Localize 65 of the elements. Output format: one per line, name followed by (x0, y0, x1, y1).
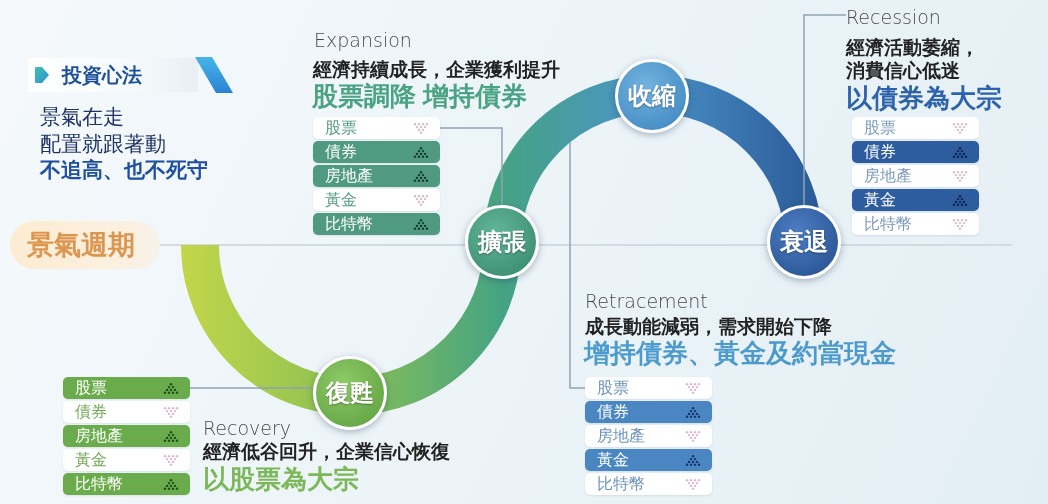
phase-heading: Expansion (314, 29, 412, 52)
asset-row (852, 141, 979, 163)
asset-name: 黃金 (864, 190, 896, 210)
asset-name: 房地產 (864, 166, 912, 186)
banner-title: 投資心法 (62, 63, 142, 87)
phase-description: 經濟活動萎縮，消費信心低迷 (846, 36, 980, 82)
phase-highlight: 增持債券、黃金及約當現金 (584, 338, 896, 370)
phase-description: 成長動能減弱，需求開始下降 (585, 316, 832, 339)
asset-name: 債券 (597, 402, 629, 422)
asset-name: 房地產 (597, 426, 645, 446)
asset-name: 黃金 (325, 190, 357, 210)
asset-row (63, 473, 190, 495)
asset-name: 股票 (75, 378, 107, 398)
asset-name: 房地產 (325, 166, 373, 186)
asset-name: 比特幣 (864, 214, 912, 234)
asset-row (63, 449, 190, 471)
asset-name: 債券 (325, 142, 357, 162)
asset-row (852, 117, 979, 139)
leader-line (439, 127, 503, 206)
asset-name: 債券 (864, 142, 896, 162)
label-pill: 景氣週期 (10, 221, 160, 269)
phase-heading: Retracement (585, 290, 708, 313)
phase-heading: Recession (846, 6, 941, 29)
asset-name: 黃金 (597, 450, 629, 470)
phase-highlight: 以債券為大宗 (846, 83, 1002, 115)
asset-row (852, 189, 979, 211)
asset-name: 房地產 (75, 426, 123, 446)
asset-row (585, 425, 712, 447)
asset-row (63, 425, 190, 447)
phase-highlight: 以股票為大宗 (203, 464, 359, 496)
asset-row (585, 377, 712, 399)
asset-row (852, 165, 979, 187)
leader-line (189, 387, 315, 389)
leader-line (803, 14, 847, 206)
asset-name: 股票 (864, 118, 896, 138)
asset-row (313, 141, 440, 163)
asset-name: 黃金 (75, 450, 107, 470)
phase-heading: Recovery (203, 417, 292, 440)
asset-row (852, 213, 979, 235)
tagline: 景氣在走 (40, 104, 124, 130)
asset-row (63, 401, 190, 423)
phase-description: 經濟低谷回升，企業信心恢復 (203, 441, 450, 464)
asset-name: 比特幣 (325, 214, 373, 234)
asset-row (313, 213, 440, 235)
asset-row (585, 449, 712, 471)
leader-line (569, 141, 586, 389)
phase-highlight: 股票調降 增持債券 (312, 81, 528, 113)
phase-circle: 收縮 (615, 59, 689, 133)
asset-row (585, 473, 712, 495)
asset-row (313, 189, 440, 211)
phase-circle: 復甦 (313, 356, 387, 430)
phase-circle: 擴張 (465, 205, 539, 279)
tagline: 不追高、也不死守 (40, 157, 208, 183)
asset-name: 比特幣 (75, 474, 123, 494)
phase-description: 經濟持續成長，企業獲利提升 (313, 59, 560, 82)
asset-row (63, 377, 190, 399)
asset-name: 股票 (597, 378, 629, 398)
phase-circle: 衰退 (767, 205, 841, 279)
asset-row (313, 165, 440, 187)
tagline: 配置就跟著動 (40, 131, 166, 157)
asset-name: 債券 (75, 402, 107, 422)
asset-row (585, 401, 712, 423)
asset-row (313, 117, 440, 139)
asset-name: 股票 (325, 118, 357, 138)
asset-name: 比特幣 (597, 474, 645, 494)
